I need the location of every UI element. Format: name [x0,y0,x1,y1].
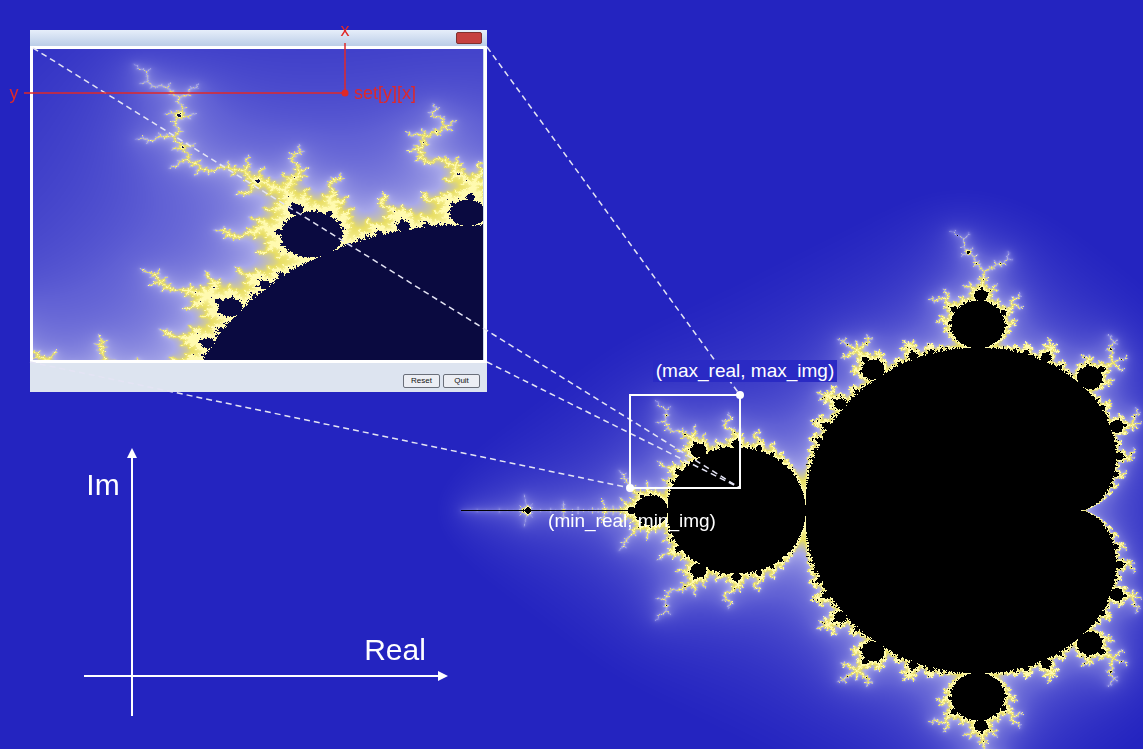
window-button: Reset [403,374,440,388]
y-guide [24,92,343,94]
axis-label: Im [86,468,119,503]
app-window [30,30,487,392]
real-axis [84,675,446,677]
corner-coordinate: (min_real, min_img) [548,510,716,532]
corner-dot [736,391,744,399]
title-bar [30,30,487,47]
button-text: Quit [454,376,469,385]
window-button: Quit [443,374,480,388]
zoom-leaders [30,47,740,488]
axis-name: x [341,20,350,41]
window-outline [32,48,486,362]
button-text: Reset [411,376,432,385]
close-button [456,32,482,44]
zoom-box [630,395,740,488]
pixel-dot [342,90,349,97]
corner-coordinate: (max_real, max_img) [653,360,837,382]
array-index: set[y][x] [354,83,416,104]
axis-name: y [10,83,19,104]
axis-label: Real [364,633,426,668]
corner-dot [626,484,634,492]
x-guide [344,43,346,91]
